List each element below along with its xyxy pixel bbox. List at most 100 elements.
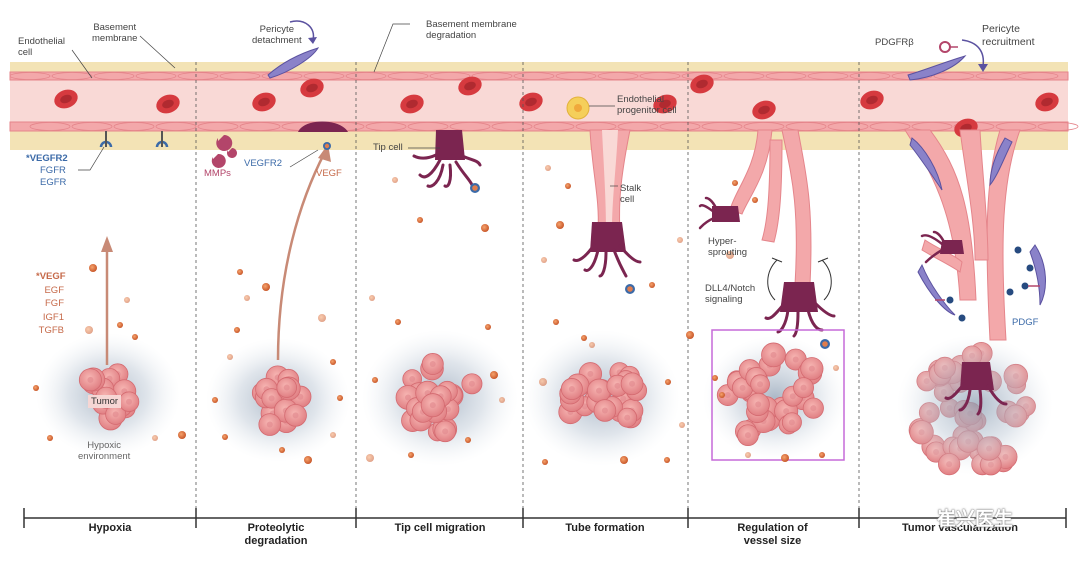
red-blood-cell (653, 94, 677, 114)
growth-factor-dot (318, 314, 326, 322)
growth-factor-dot (745, 452, 751, 458)
stage-tumor-vascularization: Tumor vascularization (902, 522, 1018, 534)
growth-factor-dot (178, 431, 186, 439)
growth-factor-dot (752, 197, 758, 203)
growth-factor-dot (781, 454, 789, 462)
growth-factor-dot (304, 456, 312, 464)
red-blood-cells (54, 74, 1059, 138)
growth-factor-dot (490, 371, 498, 379)
label-tumor: Tumor (88, 395, 122, 408)
pericytes-recruited (907, 55, 1046, 316)
growth-factor-dot (372, 377, 378, 383)
tumor-cluster (78, 363, 140, 431)
growth-factor-dot (33, 385, 39, 391)
growth-factor-dot (152, 435, 158, 441)
hyper-sprout-tip (712, 206, 740, 222)
growth-factor-dot (819, 452, 825, 458)
tumor-clusters (78, 341, 1036, 476)
tumor-cluster (395, 353, 483, 443)
growth-factor-dot (117, 322, 123, 328)
red-blood-cell (400, 94, 424, 114)
growth-factor-dot (833, 365, 839, 371)
label-growth-factors: *VEGF EGF FGF IGF1 TGFB (36, 271, 66, 336)
growth-factor-dot (726, 251, 734, 259)
pdgfrb-receptors (935, 46, 1040, 301)
label-vegf: VEGF (316, 168, 342, 179)
growth-factor-dot (47, 435, 53, 441)
leader-lines (71, 23, 618, 187)
label-vegfr2: VEGFR2 (244, 158, 283, 169)
label-mmps: MMPs (204, 168, 231, 179)
growth-factor-dot (244, 295, 250, 301)
label-pdgfrb: PDGFRβ (875, 37, 914, 48)
watermark: 崔兴医生 (937, 508, 1014, 530)
receptor-stems (105, 131, 163, 147)
timeline (23, 508, 1067, 528)
growth-factor-dot (589, 342, 595, 348)
stage-tube-formation: Tube formation (565, 522, 645, 534)
pdgf-molecules (946, 246, 1034, 322)
stage-tip-cell-migration: Tip cell migration (394, 522, 486, 534)
pericyte-detaching (267, 47, 320, 79)
stage-dividers (195, 62, 860, 508)
growth-factor-dot (712, 375, 718, 381)
growth-factor-dot (237, 269, 243, 275)
label-pdgf: PDGF (1012, 317, 1039, 328)
branching-sprouts (729, 129, 812, 286)
growth-factor-dot (620, 456, 628, 464)
gradient-arrow-proteolytic (276, 151, 327, 361)
red-blood-cell (860, 90, 884, 110)
label-receptors: *VEGFR2 FGFR EGFR (26, 153, 68, 188)
growth-factor-dot (395, 319, 401, 325)
red-blood-cell (752, 100, 776, 120)
growth-factor-dot (227, 354, 233, 360)
growth-factor-dot (732, 180, 738, 186)
notch-inhibition (767, 257, 832, 301)
growth-factor-dot (417, 217, 423, 223)
red-blood-cell (1035, 92, 1059, 112)
growth-factor-dot (279, 447, 285, 453)
growth-factor-dot (556, 221, 564, 229)
label-hyper-sprouting: Hyper-sprouting (708, 236, 748, 258)
tumor-cluster (558, 362, 648, 429)
red-blood-cell (156, 94, 180, 114)
growth-factor-dot (485, 324, 491, 330)
growth-factor-dot (565, 183, 571, 189)
growth-factor-dot (330, 359, 336, 365)
growth-factor-dot (262, 283, 270, 291)
growth-factor-dot (665, 379, 671, 385)
growth-factor-dot (392, 177, 398, 183)
vessel-size-box (711, 329, 845, 461)
growth-factor-dot (581, 335, 587, 341)
growth-factor-dot (719, 392, 725, 398)
tumor-cluster (716, 342, 824, 447)
growth-factor-dots (33, 165, 839, 465)
growth-factor-dot (664, 457, 670, 463)
red-blood-cell (458, 76, 482, 96)
growth-factor-dot (465, 437, 471, 443)
growth-factor-dot (649, 282, 655, 288)
endothelium-bottom (9, 121, 1069, 132)
growth-factor-dot (677, 237, 683, 243)
growth-factor-dot (337, 395, 343, 401)
red-blood-cell (690, 74, 714, 94)
growth-factor-dot (679, 422, 685, 428)
growth-factor-dot (545, 165, 551, 171)
tip-cell-activating (298, 121, 348, 132)
growth-factor-dot (89, 264, 97, 272)
red-blood-cell (300, 78, 324, 98)
growth-factor-dot (408, 452, 414, 458)
tip-cell-tube (590, 222, 626, 252)
